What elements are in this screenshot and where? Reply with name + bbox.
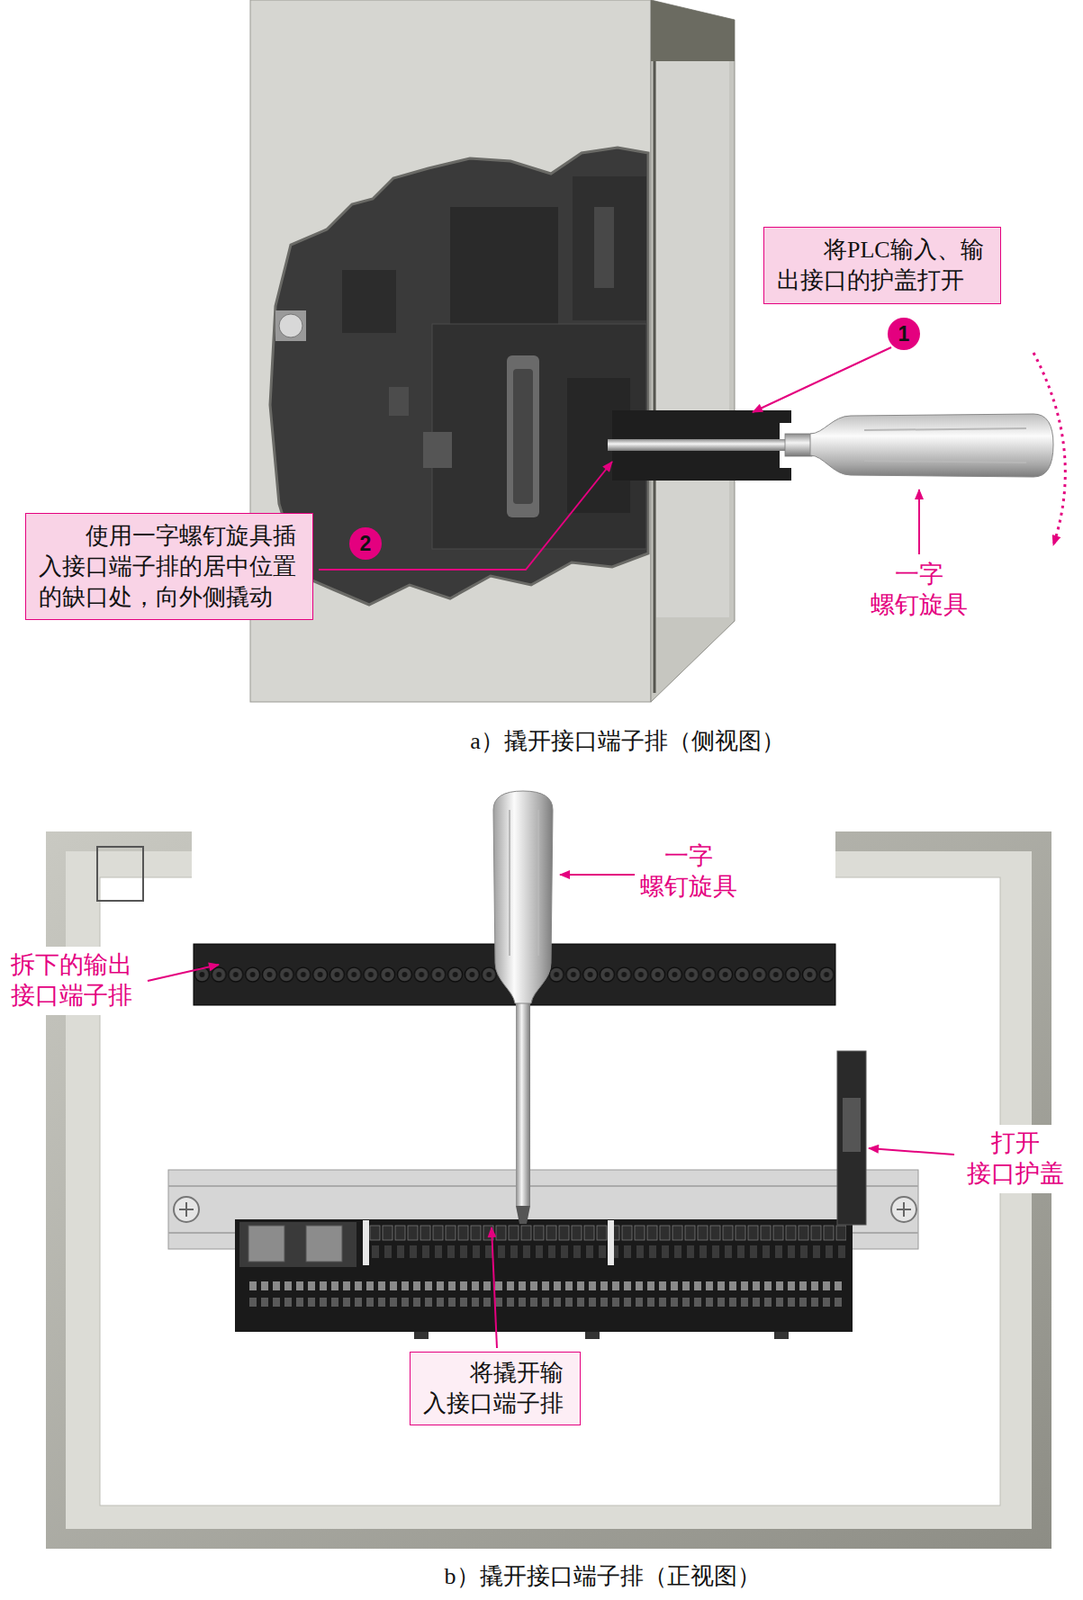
part-label: 一字 螺钉旋具 (868, 559, 970, 622)
plc-part (388, 387, 409, 416)
callout-number-text: 2 (360, 533, 372, 555)
screwdriver-handle (810, 414, 1054, 478)
callout-text: 拆下的输出 接口端子排 (10, 950, 136, 1012)
note-box: 将撬开输 入接口端子排 (409, 1352, 581, 1426)
plc-clip (774, 1332, 789, 1340)
callout-number: 1 (886, 316, 921, 352)
screwdriver-shaft (515, 1001, 531, 1207)
callout-circle (887, 317, 921, 351)
callout-circle (349, 527, 382, 560)
interface-cover (837, 1051, 867, 1226)
screwdriver-shaft (607, 439, 793, 452)
callout-text: 使用一字螺钉旋具插 入接口端子排的居中位置 的缺口处，向外侧撬动 (38, 521, 300, 613)
cutaway-view (270, 147, 649, 605)
screwdriver-ferrule (785, 433, 813, 457)
plc-part (342, 270, 397, 334)
leader-line (918, 489, 921, 555)
screwdriver-handle (493, 791, 553, 1004)
plc-clip (585, 1332, 600, 1340)
rail-screw (179, 1202, 194, 1218)
part-label: 一字 螺钉旋具 (638, 841, 740, 903)
callout-text: 将PLC输入、输 出接口的护盖打开 (776, 234, 988, 297)
part-label-text: 一字 螺钉旋具 (868, 559, 970, 622)
cabinet-inner-wall (656, 61, 730, 618)
leader-line (752, 347, 892, 413)
rail-screw (891, 1197, 917, 1223)
cabinet-side-wall (650, 0, 735, 703)
callout-text: 打开 接口护盖 (965, 1128, 1066, 1191)
callout-number: 2 (348, 526, 383, 561)
terminal-bracket (607, 1220, 614, 1266)
interface-cover (842, 1098, 861, 1153)
handle-grooves (864, 428, 1027, 463)
cabinet-top-edge (650, 0, 735, 62)
part-label-text: 一字 螺钉旋具 (638, 841, 740, 903)
leader-line (491, 1227, 497, 1349)
plc-module (450, 207, 559, 325)
plc-part (594, 207, 614, 289)
bolt (279, 314, 303, 338)
callout-box: 将PLC输入、输 出接口的护盖打开 (763, 226, 1002, 305)
plc-body (234, 1219, 853, 1333)
callout-text: 将撬开输 入接口端子排 (423, 1358, 568, 1420)
leader-line (559, 874, 635, 876)
plc-port (248, 1226, 285, 1263)
din-rail (168, 1185, 919, 1188)
plc-part (423, 432, 452, 469)
screwdriver-tip (515, 1206, 531, 1225)
plc-port (239, 1222, 357, 1268)
cabinet-interior (99, 877, 1001, 1507)
plc-clip (414, 1332, 429, 1340)
rail-screw (173, 1197, 199, 1223)
callout-box: 使用一字螺钉旋具插 入接口端子排的居中位置 的缺口处，向外侧撬动 (25, 513, 314, 621)
figure-caption-text: a）撬开接口端子排（侧视图） (469, 727, 786, 756)
leader-line (868, 1148, 955, 1156)
figure-caption: b）撬开接口端子排（正视图） (444, 1562, 761, 1591)
terminal-bracket (362, 1220, 370, 1266)
handle-grooves (509, 810, 539, 957)
db-connector (513, 369, 533, 505)
plc-port (306, 1226, 343, 1263)
cabinet-edge (653, 61, 657, 694)
rotation-arrow (1033, 352, 1065, 546)
figure-caption: a）撬开接口端子排（侧视图） (469, 727, 786, 756)
callout-number-text: 1 (898, 324, 911, 345)
frame-detail (97, 847, 144, 902)
leader-line (147, 965, 219, 982)
plc-module (572, 176, 647, 321)
part-label-box: 拆下的输出 接口端子排 (3, 947, 144, 1016)
figure-caption-text: b）撬开接口端子排（正视图） (444, 1562, 761, 1591)
rail-screw (896, 1202, 912, 1218)
part-label-box: 打开 接口护盖 (957, 1125, 1074, 1194)
db-connector (506, 355, 540, 518)
plc-terminal-row (247, 1278, 847, 1315)
leader-line (318, 461, 613, 570)
bolt (275, 310, 307, 342)
